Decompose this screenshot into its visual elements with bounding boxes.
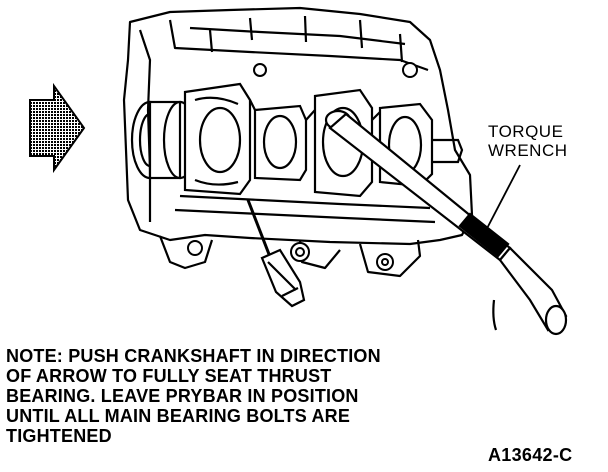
torque-wrench bbox=[324, 109, 568, 336]
callout-line-2: WRENCH bbox=[488, 141, 568, 160]
note-line: NOTE: PUSH CRANKSHAFT IN DIRECTION bbox=[6, 346, 381, 366]
figure-id: A13642-C bbox=[488, 445, 573, 465]
push-direction-arrow-icon bbox=[29, 82, 86, 174]
instruction-note: NOTE: PUSH CRANKSHAFT IN DIRECTION OF AR… bbox=[6, 346, 486, 446]
note-line: TIGHTENED bbox=[6, 426, 112, 446]
main-bearing-bolts bbox=[187, 62, 418, 271]
note-line: BEARING. LEAVE PRYBAR IN POSITION bbox=[6, 386, 359, 406]
prybar bbox=[246, 199, 306, 308]
callout-line-1: TORQUE bbox=[488, 122, 564, 141]
callout-leader-line bbox=[481, 164, 521, 239]
engine-block bbox=[122, 6, 474, 278]
note-line: OF ARROW TO FULLY SEAT THRUST bbox=[6, 366, 332, 386]
torque-wrench-label: TORQUE WRENCH bbox=[488, 122, 568, 160]
note-line: UNTIL ALL MAIN BEARING BOLTS ARE bbox=[6, 406, 351, 426]
crank-pulley bbox=[130, 100, 198, 180]
